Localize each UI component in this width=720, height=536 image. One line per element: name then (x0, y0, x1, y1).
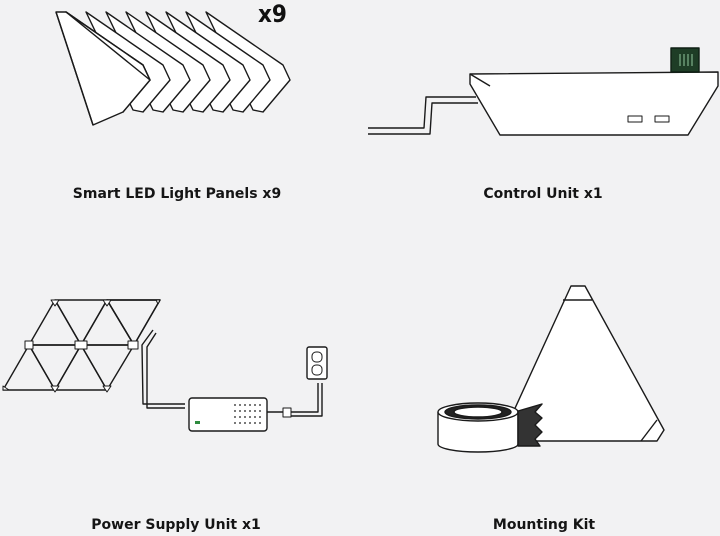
usb-port (627, 115, 643, 123)
power-brick (188, 397, 268, 432)
led-panel-stack (55, 11, 291, 126)
tape-roll (437, 402, 543, 453)
panel-count-badge: x9 (258, 0, 287, 28)
panel-layout (2, 299, 161, 391)
usb-port (654, 115, 670, 123)
caption-mounting-kit: Mounting Kit (492, 517, 596, 533)
caption-led-panels: Smart LED Light Panels x9 (72, 186, 282, 202)
led-panel-front (55, 11, 151, 126)
caption-control-unit: Control Unit x1 (483, 186, 603, 202)
circuit-board (670, 47, 700, 73)
status-led (195, 421, 200, 424)
caption-power-supply: Power Supply Unit x1 (91, 517, 261, 533)
panel-connectors (2, 299, 161, 393)
power-supply-assembly (2, 299, 328, 432)
control-unit-cable (368, 96, 476, 129)
mounting-kit (437, 285, 665, 453)
control-unit (368, 47, 719, 136)
